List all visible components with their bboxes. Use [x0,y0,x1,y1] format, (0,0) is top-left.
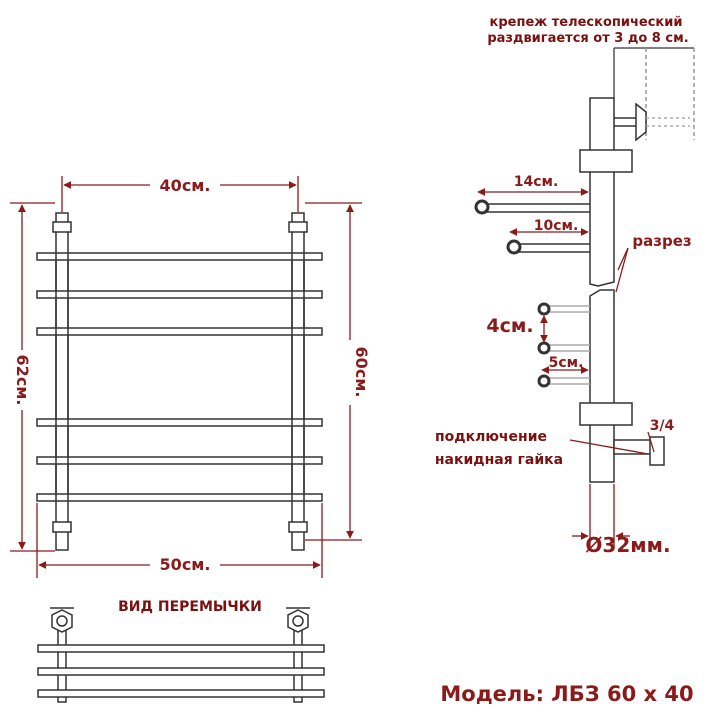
rung [36,493,323,502]
mount-note-line2: раздвигается от 3 до 8 см. [487,31,688,46]
height-left-label: 62см. [13,355,32,406]
thread-label: 3/4 [650,418,675,434]
rung [36,418,323,427]
rung-end [537,374,551,388]
rung [36,327,323,336]
cut-label: разрез [632,232,691,250]
rung-end [537,302,551,316]
width-label: 40см. [160,176,211,195]
side-view [474,47,695,483]
mount-bottom-right [288,521,308,533]
side-dimensions [477,188,655,548]
mount-top-right [288,221,308,233]
rung-end [506,239,522,255]
rung [36,290,323,299]
union-nut [649,436,665,466]
lower-coupling [579,402,633,426]
upper-coupling [579,149,633,173]
mount-bottom-left [52,521,72,533]
jumper-view [37,607,325,703]
mount-top-left [52,221,72,233]
model-label: Модель: ЛБЗ 60 х 40 [440,682,693,706]
depth-14-label: 14см. [514,174,559,190]
overall-width-label: 50см. [160,555,211,574]
rung [36,456,323,465]
jumper-nut-right [287,609,309,633]
rung [36,252,323,261]
connection-line1: подключение [435,429,547,445]
rung-end [474,199,490,215]
diameter-label: Ø32мм. [585,533,670,557]
connection-line2: накидная гайка [435,452,563,468]
depth-5-label: 5см. [549,355,584,371]
mount-note-line1: крепеж телескопический [490,15,683,30]
rung-end [537,341,551,355]
jumper-view-title: ВИД ПЕРЕМЫЧКИ [118,599,262,615]
jumper-nut-left [51,609,73,633]
front-dimensions [10,176,362,578]
height-right-label: 60см. [352,347,371,398]
front-view [36,212,323,551]
depth-10-label: 10см. [534,218,579,234]
spacing-4-label: 4см. [486,315,533,337]
